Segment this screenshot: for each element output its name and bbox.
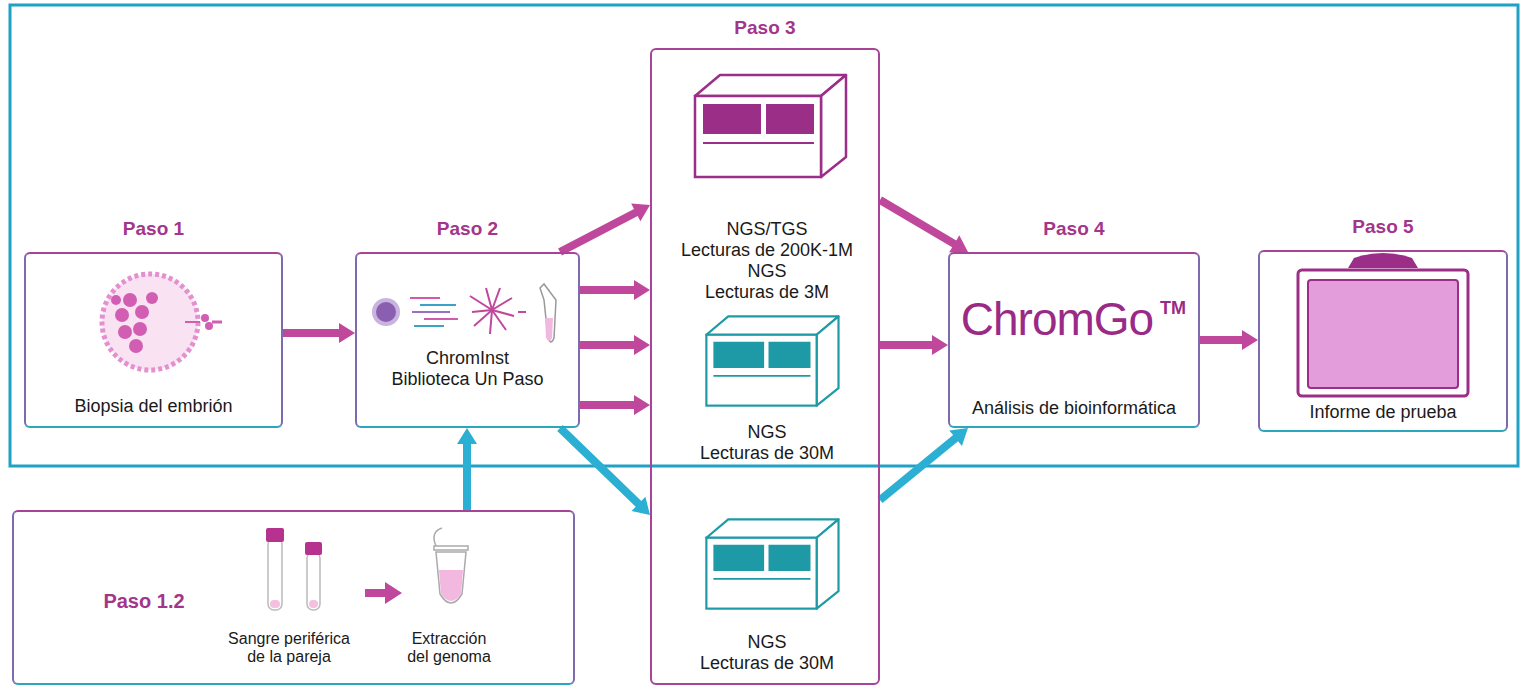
flow-arrow [580,395,650,415]
box-label: Análisis de bioinformática [950,398,1198,419]
trademark-mark: TM [1160,298,1196,319]
sequencer-option: NGS Lecturas de 3M [662,261,872,301]
library-icons [374,284,556,342]
box-label: NGS Lecturas de 3M [662,261,872,302]
step-heading: Paso 2 [357,218,578,240]
outer-frame [10,5,1518,466]
box-label: Informe de prueba [1260,402,1506,423]
flow-arrow [878,197,968,253]
step-heading: Paso 4 [950,218,1198,240]
step-heading: Paso 3 [652,17,878,39]
report-icon [1298,253,1468,396]
sequencer-icon [695,75,846,177]
flow-arrow [580,280,650,300]
blood-tubes [266,528,322,610]
step-heading: Paso 1.2 [74,590,214,613]
sequencer-option: NGS Lecturas de 30M [662,502,872,682]
box-label: ChromInst Biblioteca Un Paso [357,348,578,389]
step-box: Paso 1.2Sangre periférica de la pareja Ex… [12,510,575,685]
flow-arrow [880,335,948,355]
box-label: NGS Lecturas de 30M [662,422,872,463]
flow-arrow [580,335,650,355]
flow-arrow [878,428,969,503]
step-column: Paso 3NGS/TGS Lecturas de 200K-1MNGS Lec… [650,48,880,685]
flow-arrow [558,204,650,256]
flow-arrow [283,323,355,343]
step-box: Paso 1Biopsia del embrión [24,252,283,428]
step-heading: Paso 5 [1260,216,1506,238]
sequencer-icon [706,519,838,608]
sequencer-option: NGS/TGS Lecturas de 200K-1M [662,52,872,261]
flow-arrow [1200,330,1258,350]
process-arrow [365,582,402,604]
sequencer-option: NGS Lecturas de 30M [662,312,872,467]
logo-text: ChromGo [954,292,1160,347]
step-box: Paso 5Informe de prueba [1258,250,1508,432]
embryo-icon [102,274,222,370]
step-heading: Paso 1 [26,218,281,240]
step-box: Paso 2ChromInst Biblioteca Un Paso [355,252,580,428]
sequencer-icon [706,316,838,405]
extraction-tube [434,528,468,603]
box-label: Extracción del genoma [374,630,524,667]
box-label: Sangre periférica de la pareja [214,630,364,667]
flow-arrow [557,425,650,515]
step-box: Paso 4ChromGoTMAnálisis de bioinformátic… [948,252,1200,428]
box-label: NGS/TGS Lecturas de 200K-1M [662,219,872,260]
box-label: Biopsia del embrión [26,396,281,417]
box-label: NGS Lecturas de 30M [662,632,872,673]
flow-arrow [457,428,477,510]
